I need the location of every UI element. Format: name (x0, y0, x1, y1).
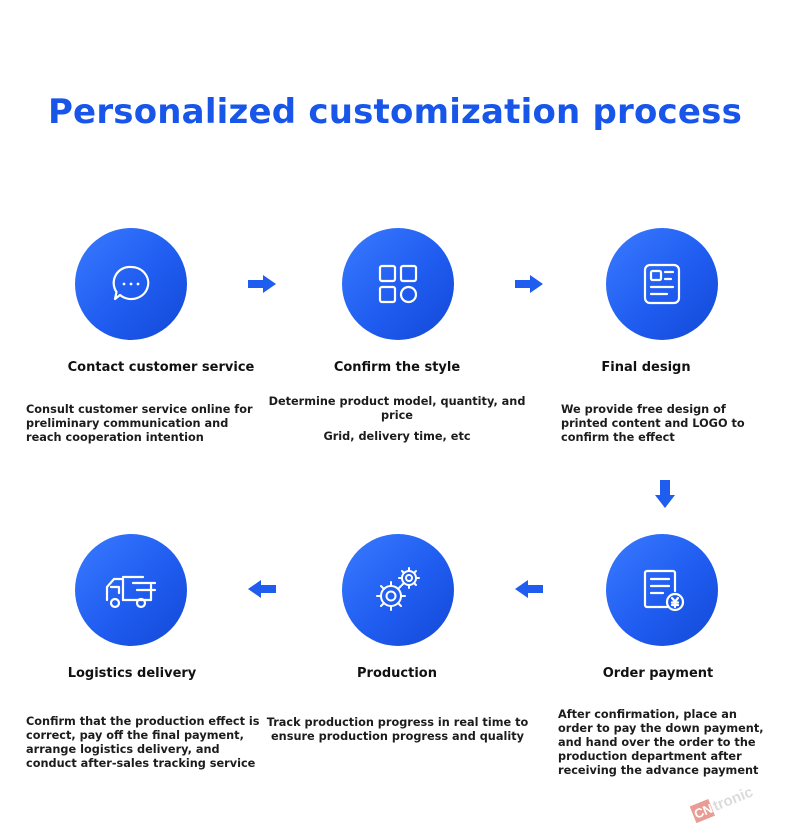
step-circle-style (342, 228, 454, 340)
step-circle-design (606, 228, 718, 340)
step-circle-logistics (75, 534, 187, 646)
desc-line: preliminary communication and (26, 417, 229, 430)
desc-line: and hand over the order to the (558, 736, 756, 749)
step-title-payment: Order payment (602, 666, 714, 681)
desc-line: arrange logistics delivery, and (26, 743, 220, 756)
arrow-left-icon (515, 580, 543, 598)
arrow-left-icon (248, 580, 276, 598)
step-title-design: Final design (601, 360, 691, 375)
desc-line: After confirmation, place an (558, 708, 737, 721)
desc-line: Track production progress in real time t… (266, 716, 529, 729)
desc-line: We provide free design of (561, 403, 726, 416)
desc-line: receiving the advance payment (558, 764, 759, 777)
step-title-style: Confirm the style (333, 360, 461, 375)
design-card-icon (643, 263, 681, 305)
desc-line: price (381, 409, 413, 422)
desc-line: correct, pay off the final payment, (26, 729, 244, 742)
step-desc-payment: After confirmation, place an order to pa… (558, 708, 778, 778)
desc-line: production department after (558, 750, 742, 763)
invoice-yen-icon (643, 569, 685, 612)
gears-icon (376, 567, 420, 611)
desc-line: conduct after-sales tracking service (26, 757, 256, 770)
desc-line: confirm the effect (561, 431, 675, 444)
desc-line: Determine product model, quantity, and (268, 395, 526, 408)
cntronic-watermark-logo: CN tronic (689, 784, 755, 824)
desc-line: printed content and LOGO to (561, 417, 745, 430)
step-title-logistics: Logistics delivery (67, 666, 197, 681)
arrow-right-icon (515, 275, 543, 293)
desc-line: order to pay the down payment, (558, 722, 764, 735)
chat-bubble-icon (112, 265, 150, 301)
desc-line: Grid, delivery time, etc (323, 430, 471, 443)
truck-icon (105, 575, 157, 609)
desc-line: Confirm that the production effect is (26, 715, 260, 728)
step-desc-design: We provide free design of printed conten… (561, 403, 771, 445)
step-desc-contact: Consult customer service online for prel… (26, 403, 266, 445)
watermark-prefix: CN (692, 801, 715, 822)
step-circle-contact (75, 228, 187, 340)
arrow-right-icon (248, 275, 276, 293)
step-circle-payment (606, 534, 718, 646)
watermark-suffix: tronic (710, 784, 755, 815)
step-title-production: Production (357, 666, 437, 681)
desc-line: ensure production progress and quality (271, 730, 524, 743)
step-desc-production: Track production progress in real time t… (260, 716, 535, 744)
step-title-contact: Contact customer service (67, 360, 255, 375)
desc-line: Consult customer service online for (26, 403, 253, 416)
desc-line: reach cooperation intention (26, 431, 204, 444)
step-desc-style: Determine product model, quantity, and p… (266, 395, 528, 444)
page-title: Personalized customization process (47, 92, 743, 132)
step-desc-logistics: Confirm that the production effect is co… (26, 715, 266, 771)
grid-icon (378, 264, 418, 304)
arrow-down-icon (655, 480, 675, 508)
step-circle-production (342, 534, 454, 646)
